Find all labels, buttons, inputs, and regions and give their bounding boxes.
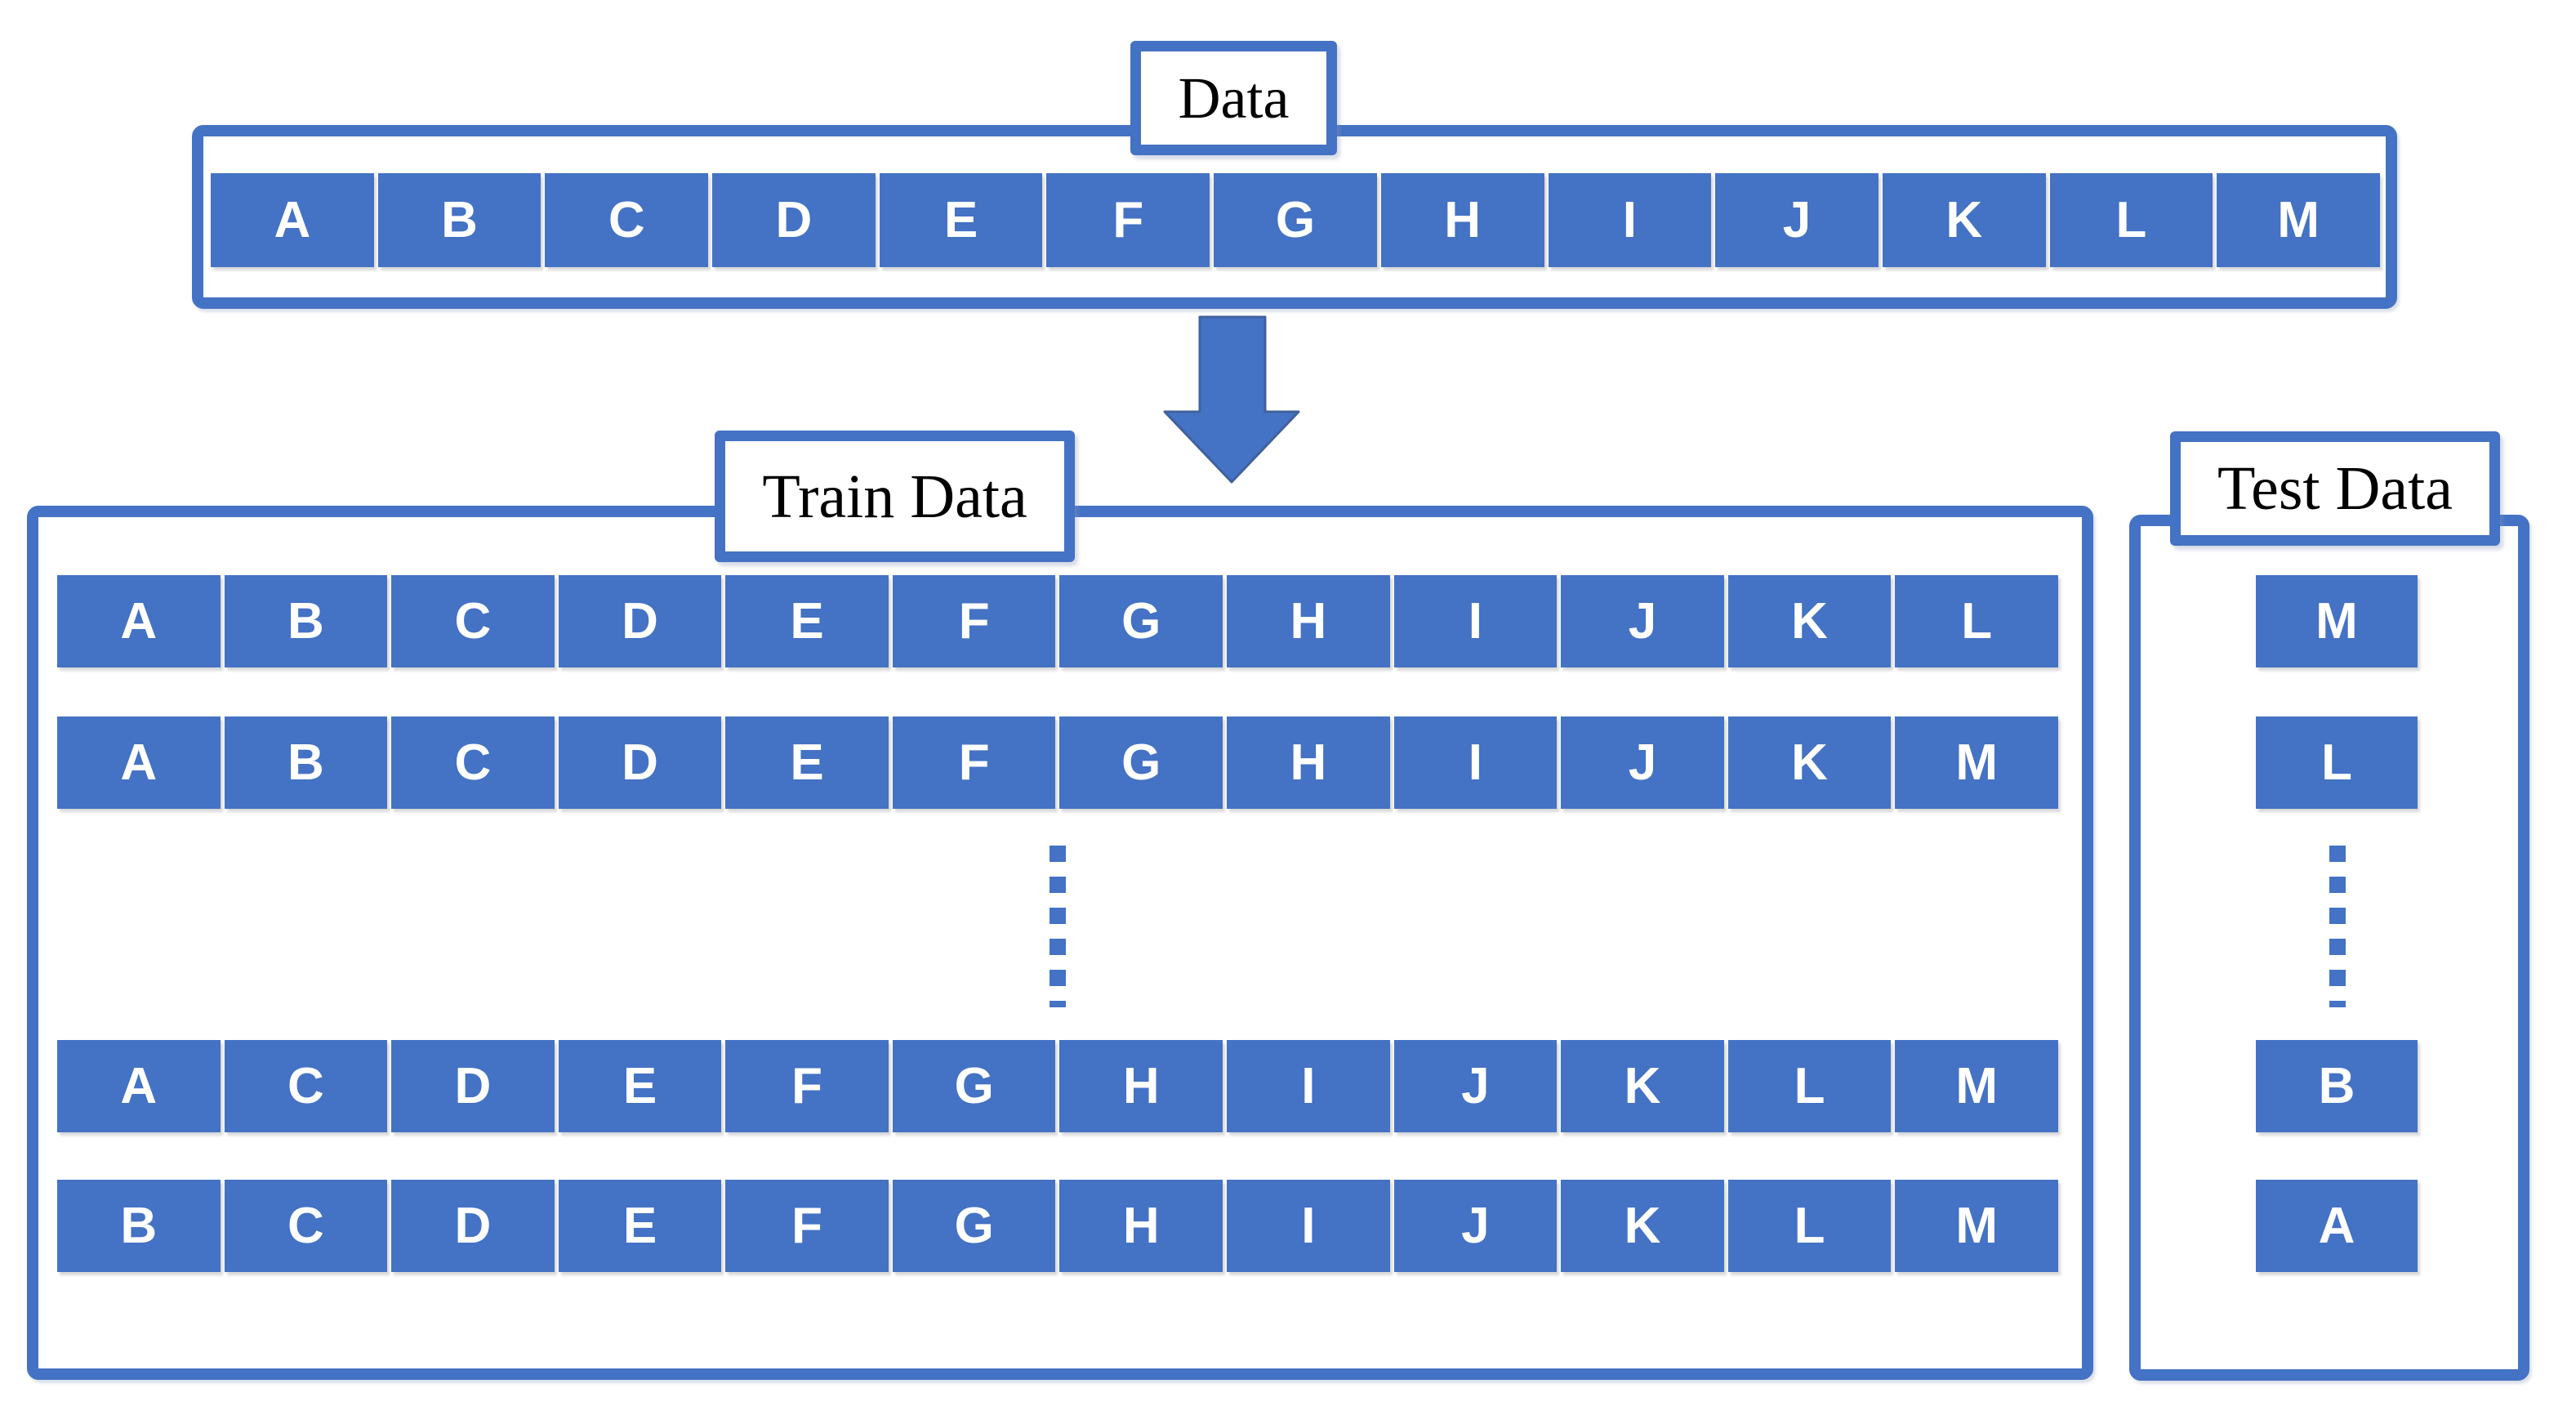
cell-h: H [1227,575,1390,667]
cell-b: B [377,173,541,267]
cell-e: E [558,1040,722,1132]
ellipsis-dash [1050,877,1066,893]
ellipsis-dash [1050,908,1066,924]
ellipsis-dash [2329,846,2346,862]
cell-f: F [725,1040,889,1132]
data-label-text: Data [1178,65,1290,131]
ellipsis-dash [1050,970,1066,986]
cell-i: I [1227,1180,1390,1272]
cell-g: G [1059,575,1223,667]
ellipsis-dash [2329,908,2346,924]
cell-d: D [558,716,722,809]
ellipsis-dash [2329,1001,2346,1007]
ellipsis-dash [1050,1001,1066,1007]
cell-l: L [1895,575,2058,667]
test-ellipsis-icon [2329,846,2346,1007]
test-data-label-text: Test Data [2217,454,2453,523]
cell-e: E [725,716,889,809]
cell-j: J [1561,716,1724,809]
cell-j: J [1393,1180,1558,1272]
test-cell-a: A [2256,1180,2418,1272]
cell-d: D [558,575,722,667]
ellipsis-dash [1050,846,1066,862]
cell-c: C [545,173,709,267]
cell-f: F [1046,173,1210,267]
cell-a: A [57,716,221,809]
test-data-label-box: Test Data [2170,431,2500,546]
cell-c: C [224,1180,388,1272]
cell-b: B [57,1180,221,1272]
cell-h: H [1380,173,1544,267]
cell-d: D [391,1180,555,1272]
cell-k: K [1882,173,2046,267]
cell-e: E [725,575,889,667]
cell-a: A [57,1040,221,1132]
cell-i: I [1548,173,1712,267]
cell-k: K [1727,575,1892,667]
cell-k: K [1727,716,1892,809]
cell-l: L [1727,1180,1892,1272]
cell-k: K [1561,1040,1724,1132]
cell-j: J [1715,173,1879,267]
ellipsis-dash [2329,970,2346,986]
cell-c: C [391,575,555,667]
cell-g: G [892,1180,1056,1272]
cell-f: F [892,575,1056,667]
cell-f: F [892,716,1056,809]
cell-l: L [2049,173,2213,267]
cell-h: H [1059,1040,1223,1132]
cell-i: I [1393,575,1558,667]
cell-d: D [391,1040,555,1132]
cell-m: M [1895,1040,2058,1132]
test-cell-m: M [2256,575,2418,667]
cell-e: E [879,173,1043,267]
cell-h: H [1059,1180,1223,1272]
cell-m: M [1895,1180,2058,1272]
data-label-box: Data [1130,41,1337,155]
ellipsis-dash [2329,877,2346,893]
cell-f: F [725,1180,889,1272]
cell-c: C [224,1040,388,1132]
ellipsis-dash [1050,939,1066,955]
train-data-label-text: Train Data [762,462,1027,531]
cell-h: H [1227,716,1390,809]
cell-a: A [57,575,221,667]
cell-e: E [558,1180,722,1272]
cell-c: C [391,716,555,809]
cell-a: A [211,173,374,267]
ellipsis-dash [2329,939,2346,955]
train-data-label-box: Train Data [715,431,1075,562]
test-cell-l: L [2256,716,2418,809]
cell-b: B [224,575,388,667]
cell-j: J [1393,1040,1558,1132]
cell-m: M [1895,716,2058,809]
cell-g: G [1059,716,1223,809]
cell-i: I [1393,716,1558,809]
down-arrow-icon [1163,315,1300,484]
cell-l: L [1727,1040,1892,1132]
cell-d: D [712,173,876,267]
cell-i: I [1227,1040,1390,1132]
cell-g: G [892,1040,1056,1132]
cell-m: M [2217,173,2380,267]
cell-b: B [224,716,388,809]
train-ellipsis-icon [1050,846,1066,1007]
cell-g: G [1214,173,1377,267]
cell-j: J [1561,575,1724,667]
cell-k: K [1561,1180,1724,1272]
test-cell-b: B [2256,1040,2418,1132]
